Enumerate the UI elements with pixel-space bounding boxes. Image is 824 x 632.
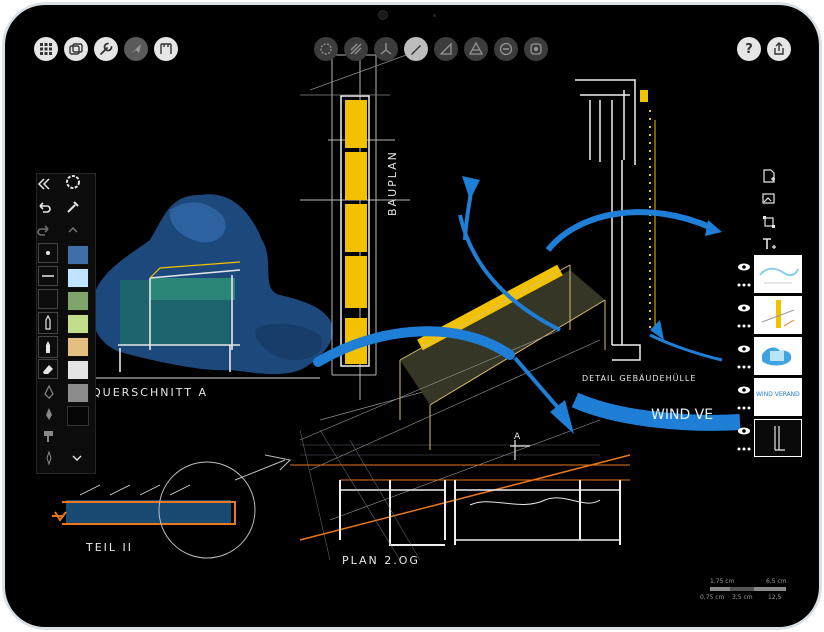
layer-caption: WIND VERAND (756, 391, 800, 398)
layer-5-thumbnail[interactable] (754, 419, 802, 457)
scale-label-bottom-left: 0,75 cm (700, 594, 725, 601)
perspective-tool-icon[interactable] (374, 37, 398, 61)
ink-pen-icon[interactable] (38, 404, 60, 424)
more-options-icon[interactable] (734, 446, 754, 452)
layer-3-thumbnail[interactable] (754, 337, 802, 375)
scroll-down-icon[interactable] (66, 448, 88, 468)
opacity-icon[interactable] (38, 289, 58, 309)
label-section-a: A (514, 432, 521, 442)
scale-label-top-right: 6,5 cm (766, 578, 787, 585)
visibility-eye-icon[interactable] (734, 303, 754, 313)
more-options-icon[interactable] (734, 405, 754, 411)
collapse-palette-icon[interactable] (33, 174, 55, 194)
color-swatch-4[interactable] (67, 314, 89, 334)
visibility-eye-icon[interactable] (734, 426, 754, 436)
more-options-icon[interactable] (734, 323, 754, 329)
ruler-tool-icon[interactable] (434, 37, 458, 61)
eyedropper-icon[interactable] (62, 197, 84, 217)
symmetry-tool-icon[interactable] (464, 37, 488, 61)
marker-icon[interactable] (38, 336, 58, 358)
brush-icon[interactable] (38, 448, 60, 468)
new-page-icon[interactable] (758, 166, 780, 186)
label-plan: PLAN 2.OG (342, 554, 420, 567)
color-swatch-5[interactable] (67, 337, 89, 357)
scale-bar (710, 587, 786, 593)
minus-tool-icon[interactable] (494, 37, 518, 61)
color-wheel-icon[interactable] (62, 172, 84, 192)
scale-label-bottom-mid: 3,5 cm (732, 594, 753, 601)
layer-2-thumbnail[interactable] (754, 296, 802, 334)
line-weight-icon[interactable] (38, 266, 58, 286)
scale-label-top-left: 1,75 cm (710, 578, 735, 585)
label-bauplan: BAUPLAN (386, 150, 399, 216)
ambient-sensor (433, 14, 436, 17)
pencil-icon[interactable] (38, 312, 58, 334)
scroll-up-icon[interactable] (62, 220, 84, 240)
circle-tool-icon[interactable] (314, 37, 338, 61)
visibility-eye-icon[interactable] (734, 344, 754, 354)
color-swatch-3[interactable] (67, 291, 89, 311)
label-detail: DETAIL GEBÄUDEHÜLLE (582, 374, 697, 383)
eraser-icon[interactable] (38, 359, 58, 379)
front-camera (378, 10, 388, 20)
grid-icon[interactable] (34, 37, 58, 61)
color-swatch-2[interactable] (67, 268, 89, 288)
color-swatch-6[interactable] (67, 360, 89, 380)
undo-icon[interactable] (33, 197, 55, 217)
cursor-icon[interactable] (124, 37, 148, 61)
drawing-canvas[interactable] (6, 6, 818, 626)
stamp-tool-icon[interactable] (524, 37, 548, 61)
transform-icon[interactable] (758, 212, 780, 232)
label-wind: WIND VE (651, 407, 714, 423)
label-querschnitt: QUERSCHNITT A (92, 386, 208, 399)
visibility-eye-icon[interactable] (734, 262, 754, 272)
layer-1-thumbnail[interactable] (754, 255, 802, 293)
color-swatch-7[interactable] (67, 383, 89, 403)
add-text-icon[interactable] (758, 234, 780, 254)
color-swatch-1[interactable] (67, 245, 89, 265)
scale-label-bottom-right: 12,5 (768, 594, 782, 601)
help-label: ? (745, 41, 753, 57)
visibility-eye-icon[interactable] (734, 385, 754, 395)
insert-image-icon[interactable] (758, 189, 780, 209)
more-options-icon[interactable] (734, 364, 754, 370)
pen-tool-icon[interactable] (404, 37, 428, 61)
pen-nib-icon[interactable] (38, 382, 60, 402)
hatch-tool-icon[interactable] (344, 37, 368, 61)
share-icon[interactable] (767, 37, 791, 61)
wrench-icon[interactable] (94, 37, 118, 61)
redo-icon[interactable] (33, 220, 55, 240)
color-swatch-empty[interactable] (67, 406, 89, 426)
more-options-icon[interactable] (734, 282, 754, 288)
roller-icon[interactable] (38, 426, 60, 446)
help-icon[interactable]: ? (737, 37, 761, 61)
layer-4-thumbnail[interactable]: WIND VERAND (754, 378, 802, 416)
brush-size-small-icon[interactable] (38, 243, 58, 263)
label-teil: TEIL II (86, 541, 134, 554)
screen: QUERSCHNITT A BAUPLAN DETAIL GEBÄUDEHÜLL… (6, 6, 818, 626)
layers-icon[interactable] (64, 37, 88, 61)
frame-icon[interactable] (154, 37, 178, 61)
